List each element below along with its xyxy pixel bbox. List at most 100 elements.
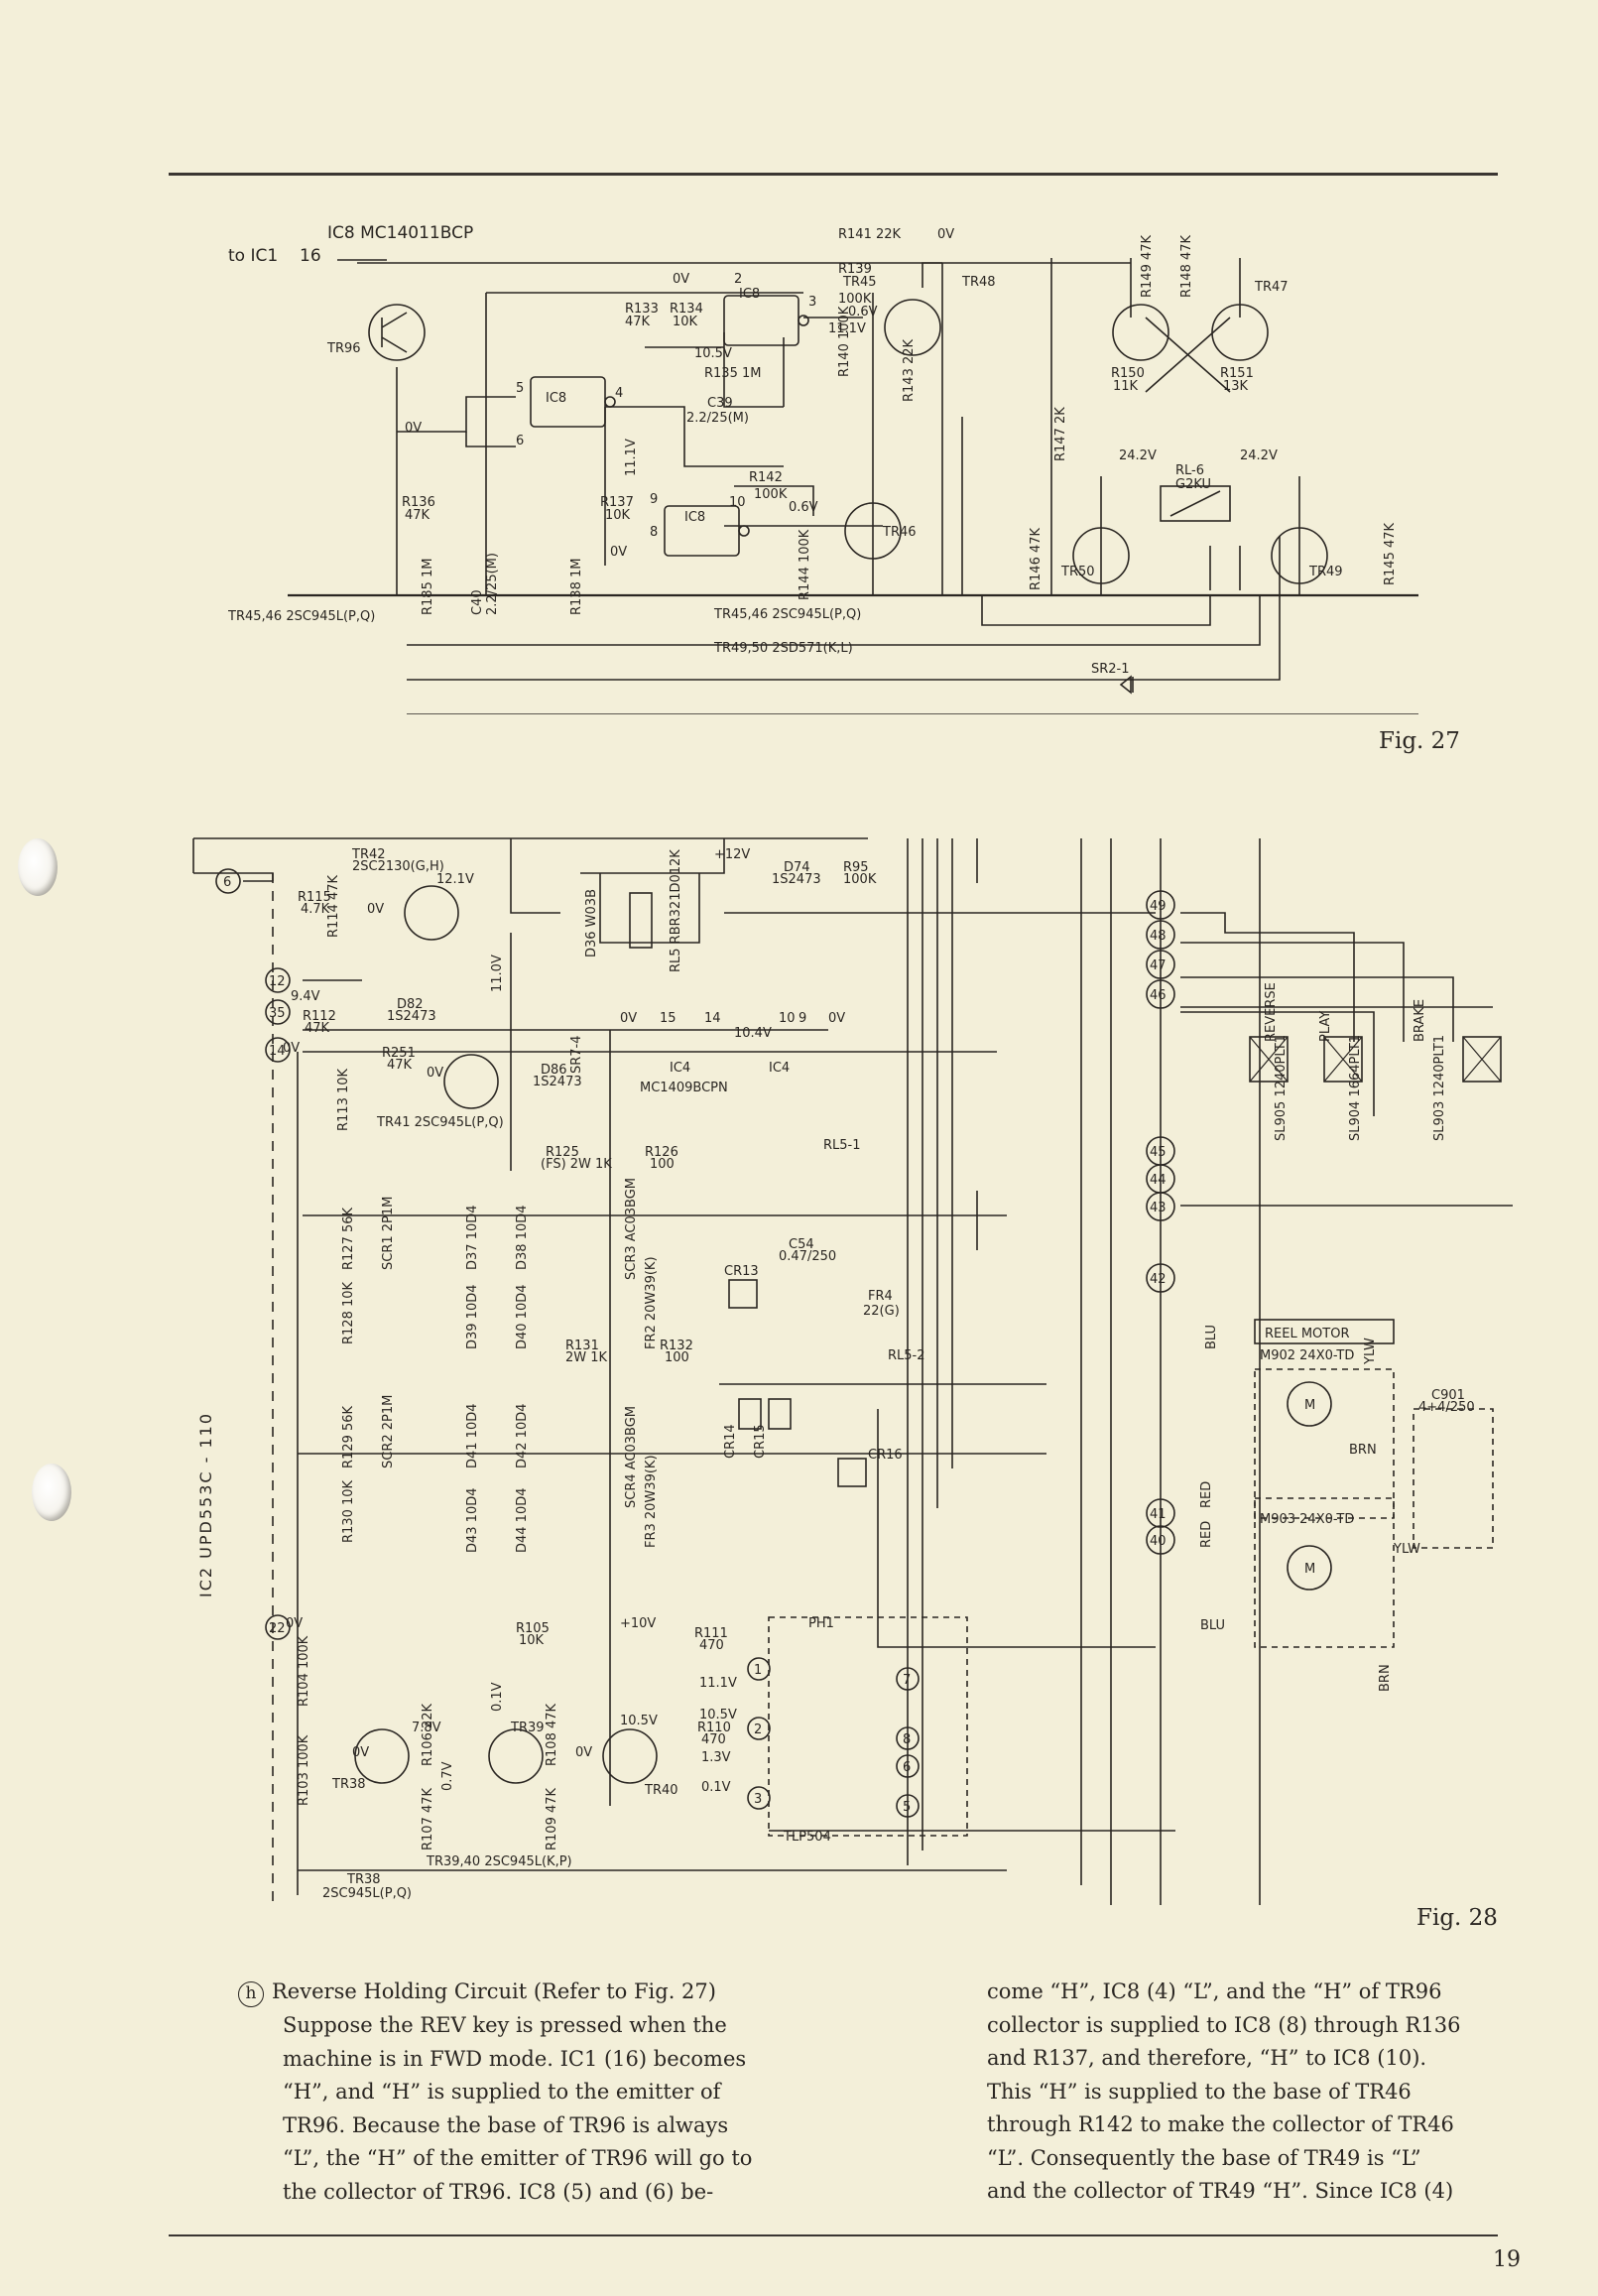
svg-text:10K: 10K: [605, 508, 631, 523]
svg-text:R144 100K: R144 100K: [798, 529, 812, 600]
svg-text:D41 10D4: D41 10D4: [465, 1403, 480, 1468]
svg-text:100K: 100K: [843, 872, 877, 887]
fig27-wiring: [288, 258, 1418, 714]
svg-text:35: 35: [269, 1006, 286, 1021]
svg-text:TR46: TR46: [882, 525, 917, 540]
svg-text:SCR1 2P1M: SCR1 2P1M: [381, 1197, 396, 1270]
svg-text:R115: R115: [298, 890, 331, 905]
svg-text:IC4: IC4: [769, 1061, 790, 1076]
svg-text:40: 40: [1150, 1534, 1167, 1549]
svg-text:0.1V: 0.1V: [701, 1780, 731, 1795]
svg-text:24.2V: 24.2V: [1119, 448, 1157, 463]
svg-text:RED: RED: [1199, 1481, 1214, 1508]
left-line: the collector of TR96. IC8 (5) and (6) b…: [283, 2179, 714, 2204]
svg-text:D86: D86: [541, 1063, 567, 1078]
svg-text:D36 W03B: D36 W03B: [584, 889, 599, 957]
svg-text:RED: RED: [1199, 1521, 1214, 1548]
svg-text:0V: 0V: [427, 1066, 443, 1081]
svg-text:M: M: [1304, 1398, 1315, 1413]
svg-text:CR13: CR13: [724, 1264, 759, 1279]
svg-text:R130 10K: R130 10K: [341, 1479, 356, 1543]
svg-text:2: 2: [734, 272, 742, 287]
left-line: machine is in FWD mode. IC1 (16) becomes: [283, 2046, 747, 2071]
fig28-caption: Fig. 28: [1416, 1905, 1498, 1931]
bottom-rule: [169, 2234, 1498, 2236]
svg-text:0.7V: 0.7V: [440, 1761, 455, 1791]
svg-text:9: 9: [799, 1011, 806, 1026]
svg-text:10: 10: [779, 1011, 796, 1026]
svg-text:2W 1K: 2W 1K: [565, 1350, 608, 1365]
svg-text:R113 10K: R113 10K: [336, 1068, 351, 1131]
fig28-components: [354, 885, 1502, 1837]
svg-text:0V: 0V: [283, 1041, 300, 1056]
svg-text:R142: R142: [749, 470, 783, 485]
sr2-diode: [1119, 675, 1134, 695]
svg-text:11K: 11K: [1113, 379, 1139, 394]
svg-text:+12V: +12V: [714, 847, 750, 862]
svg-text:11.0V: 11.0V: [490, 955, 505, 992]
svg-text:CR14: CR14: [723, 1424, 738, 1459]
svg-text:2.2/25(M): 2.2/25(M): [485, 553, 500, 615]
svg-text:REVERSE: REVERSE: [1264, 982, 1279, 1042]
svg-text:3: 3: [808, 295, 816, 310]
svg-text:D37 10D4: D37 10D4: [465, 1205, 480, 1270]
tr47-symbol: [1211, 304, 1269, 361]
svg-text:TR42: TR42: [351, 847, 386, 862]
svg-text:+10V: +10V: [620, 1616, 656, 1631]
svg-text:470: 470: [701, 1732, 726, 1747]
svg-text:44: 44: [1150, 1173, 1167, 1188]
svg-text:R125: R125: [546, 1145, 579, 1160]
svg-text:SR7-4: SR7-4: [569, 1035, 584, 1074]
svg-text:45: 45: [1150, 1145, 1167, 1160]
svg-text:R138 1M: R138 1M: [569, 559, 584, 615]
svg-text:IC8: IC8: [739, 287, 760, 302]
svg-text:R126: R126: [645, 1145, 678, 1160]
svg-text:BRN: BRN: [1378, 1664, 1393, 1692]
svg-text:M: M: [1304, 1562, 1315, 1577]
svg-text:0.6V: 0.6V: [789, 500, 818, 515]
m903-box: [1254, 1497, 1395, 1648]
svg-text:5: 5: [903, 1800, 911, 1815]
svg-text:1S2473: 1S2473: [533, 1075, 582, 1089]
svg-text:SCR3 AC03BGM: SCR3 AC03BGM: [624, 1178, 639, 1280]
svg-text:to IC1: to IC1: [228, 246, 278, 266]
svg-text:SL904 1664PLT1: SL904 1664PLT1: [1348, 1035, 1363, 1141]
svg-text:CR15: CR15: [753, 1424, 768, 1459]
ic2-side-label: IC2 UPD553C - 110: [196, 1411, 215, 1597]
svg-text:SR2-1: SR2-1: [1091, 662, 1130, 677]
ic8-gate-b: [723, 295, 799, 346]
svg-text:R128 10K: R128 10K: [341, 1281, 356, 1344]
svg-text:IC4: IC4: [670, 1061, 690, 1076]
svg-text:100K: 100K: [754, 487, 788, 502]
tr41-symbol: [443, 1054, 499, 1109]
svg-text:0.47/250: 0.47/250: [779, 1249, 836, 1264]
svg-text:CR16: CR16: [868, 1448, 903, 1463]
svg-text:43: 43: [1150, 1201, 1167, 1215]
svg-text:RL5 RBR321D012K: RL5 RBR321D012K: [669, 849, 683, 972]
svg-text:TR48: TR48: [961, 275, 996, 290]
svg-text:C54: C54: [789, 1237, 814, 1252]
svg-text:22(G): 22(G): [863, 1304, 900, 1319]
svg-text:TR39,40 2SC945L(K,P): TR39,40 2SC945L(K,P): [426, 1854, 572, 1869]
svg-text:11.1V: 11.1V: [624, 439, 639, 476]
svg-text:TR47: TR47: [1254, 280, 1289, 295]
right-line: and R137, and therefore, “H” to IC8 (10)…: [987, 2046, 1427, 2070]
svg-text:R151: R151: [1220, 366, 1254, 381]
svg-text:FR4: FR4: [868, 1289, 893, 1304]
svg-text:R109 47K: R109 47K: [545, 1787, 559, 1850]
svg-text:TR96: TR96: [326, 341, 361, 356]
svg-text:6: 6: [903, 1760, 911, 1775]
left-line: “H”, and “H” is supplied to the emitter …: [283, 2080, 721, 2104]
svg-text:R95: R95: [843, 860, 869, 875]
svg-text:R127 56K: R127 56K: [341, 1207, 356, 1270]
svg-text:D82: D82: [397, 997, 424, 1012]
svg-text:R136: R136: [402, 495, 435, 510]
svg-text:100K: 100K: [838, 292, 872, 307]
svg-text:R141 22K: R141 22K: [838, 227, 902, 242]
tr46-symbol: [844, 502, 902, 560]
svg-text:MC1409BCPN: MC1409BCPN: [640, 1081, 728, 1095]
svg-text:1S2473: 1S2473: [772, 872, 821, 887]
svg-text:TR45,46 2SC945L(P,Q): TR45,46 2SC945L(P,Q): [228, 609, 375, 624]
m903-motor: [1287, 1545, 1332, 1591]
svg-text:4+4/250: 4+4/250: [1418, 1400, 1475, 1415]
